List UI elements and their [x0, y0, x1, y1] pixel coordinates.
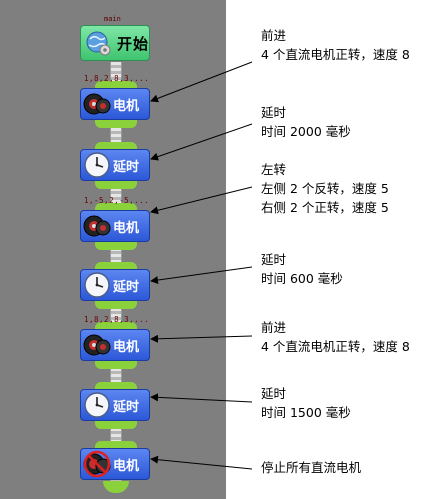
block-joint	[95, 361, 137, 369]
annotation-line: 4 个直流电机正转，速度 8	[261, 47, 410, 62]
program-end-cap	[103, 481, 129, 493]
annotation-title: 延时	[261, 252, 287, 267]
block-joint	[95, 322, 137, 330]
block-joint	[95, 421, 137, 429]
annotation-4: 延时 时间 600 毫秒	[261, 250, 343, 288]
annotation-6: 延时 时间 1500 毫秒	[261, 384, 351, 422]
annotation-title: 延时	[261, 105, 287, 120]
annotation-1: 前进 4 个直流电机正转，速度 8	[261, 26, 410, 64]
block-joint	[95, 382, 137, 390]
motor-stop-block[interactable]: 电机	[80, 448, 150, 480]
annotation-title: 左转	[261, 162, 287, 177]
annotation-title: 前进	[261, 320, 287, 335]
clock-icon	[84, 392, 110, 418]
annotation-line: 时间 600 毫秒	[261, 271, 343, 286]
block-param: 1,8,2,8,3,...	[84, 74, 150, 83]
block-label: 延时	[113, 159, 140, 175]
motor-block[interactable]: 电机	[80, 88, 150, 120]
clock-icon	[84, 272, 110, 298]
block-label: 电机	[113, 458, 140, 474]
block-joint	[95, 441, 137, 449]
block-joint	[95, 142, 137, 150]
start-block[interactable]: 开始	[80, 25, 150, 61]
block-joint	[95, 81, 137, 89]
block-label: 电机	[113, 220, 140, 236]
start-label: 开始	[117, 34, 150, 53]
annotation-line: 右侧 2 个正转，速度 5	[261, 200, 389, 215]
annotation-title: 延时	[261, 386, 287, 401]
annotation-7: 停止所有直流电机	[261, 458, 361, 477]
globe-gear-icon	[86, 31, 111, 56]
annotation-title: 前进	[261, 28, 287, 43]
annotation-3: 左转 左侧 2 个反转，速度 5 右侧 2 个正转，速度 5	[261, 160, 389, 217]
delay-block[interactable]: 延时	[80, 389, 150, 421]
motor-stop-icon	[83, 450, 111, 478]
block-label: 电机	[113, 98, 140, 114]
block-joint	[95, 301, 137, 309]
delay-block[interactable]: 延时	[80, 149, 150, 181]
annotation-line: 时间 1500 毫秒	[261, 405, 351, 420]
motor-block[interactable]: 电机	[80, 329, 150, 361]
annotation-line: 4 个直流电机正转，速度 8	[261, 339, 410, 354]
block-label: 电机	[113, 339, 140, 355]
annotation-line: 时间 2000 毫秒	[261, 124, 351, 139]
delay-block[interactable]: 延时	[80, 269, 150, 301]
motor-wheels-icon	[83, 334, 111, 356]
block-joint	[95, 120, 137, 128]
block-param: 1,8,2,8,3,...	[84, 315, 150, 324]
motor-wheels-icon	[83, 215, 111, 237]
motor-block[interactable]: 电机	[80, 210, 150, 242]
start-tag: main	[104, 15, 121, 23]
annotation-2: 延时 时间 2000 毫秒	[261, 103, 351, 141]
clock-icon	[84, 152, 110, 178]
annotation-line: 左侧 2 个反转，速度 5	[261, 181, 389, 196]
annotation-title: 停止所有直流电机	[261, 460, 362, 475]
block-joint	[95, 262, 137, 270]
block-param: 1,-5,2,-5,...	[84, 196, 150, 205]
block-joint	[95, 203, 137, 211]
block-joint	[95, 181, 137, 189]
block-label: 延时	[113, 279, 140, 295]
block-label: 延时	[113, 399, 140, 415]
motor-wheels-icon	[83, 93, 111, 115]
annotation-5: 前进 4 个直流电机正转，速度 8	[261, 318, 410, 356]
block-joint	[95, 242, 137, 250]
